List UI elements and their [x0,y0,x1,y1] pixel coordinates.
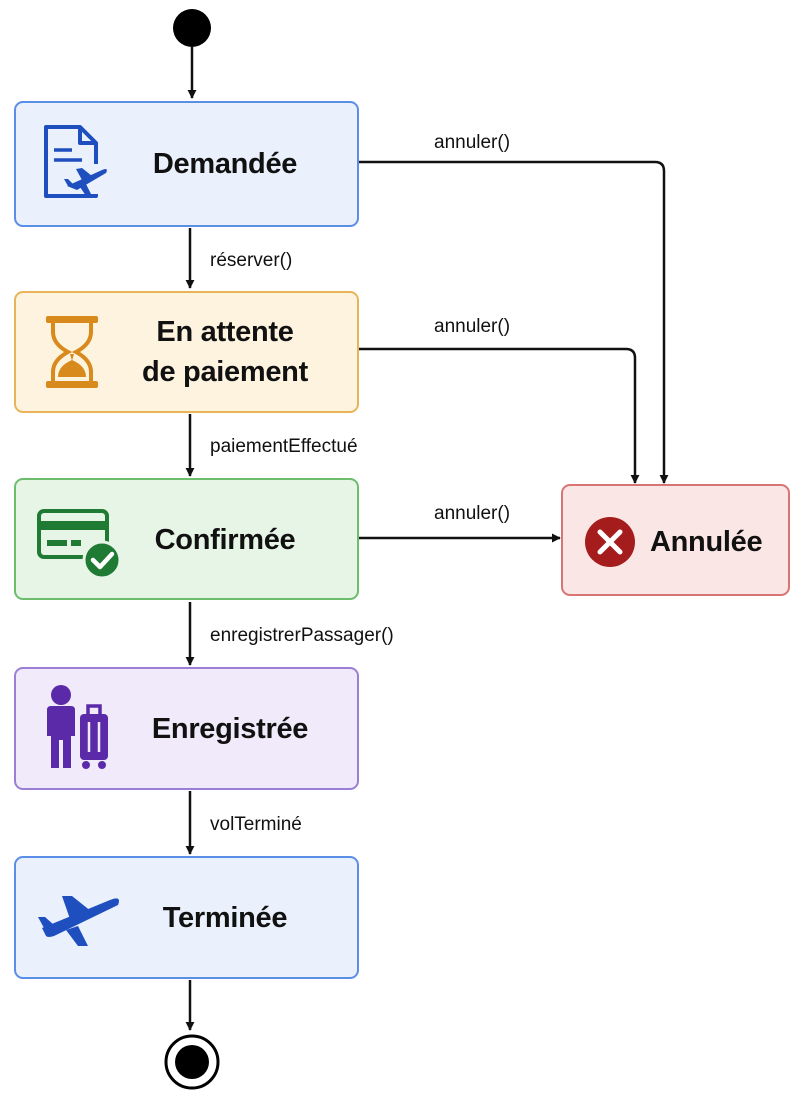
initial-node [173,9,211,47]
state-title-terminee: Terminée [162,902,288,934]
arrow-annuler-demandee [358,160,669,484]
transition-label-paiement: paiementEffectué [210,436,358,457]
credit-card-check-icon [37,509,122,580]
final-node-core [175,1045,209,1079]
airplane-icon [38,896,119,946]
state-title-confirmee: Confirmée [154,524,296,556]
state-title-en-attente-line2: de paiement [142,356,308,388]
transition-label-vol: volTerminé [210,814,302,835]
state-title-enregistree: Enregistrée [151,713,309,745]
cancel-x-icon [585,517,635,567]
state-confirmee[interactable] [14,478,359,600]
passenger-luggage-icon [47,685,108,769]
arrow-annuler-attente [358,347,640,484]
transition-label-annuler-attente: annuler() [434,316,511,337]
transition-label-annuler-confirmee: annuler() [434,503,511,524]
transition-label-reserver: réserver() [210,250,293,271]
state-title-annulee: Annulée [650,526,763,558]
transition-label-enregistrer: enregistrerPassager() [210,625,394,646]
hourglass-icon [46,316,98,388]
state-title-en-attente-line1: En attente [156,316,294,348]
flight-document-icon [44,125,110,198]
state-title-demandee: Demandée [152,148,298,180]
transition-label-annuler-demandee: annuler() [434,132,511,153]
